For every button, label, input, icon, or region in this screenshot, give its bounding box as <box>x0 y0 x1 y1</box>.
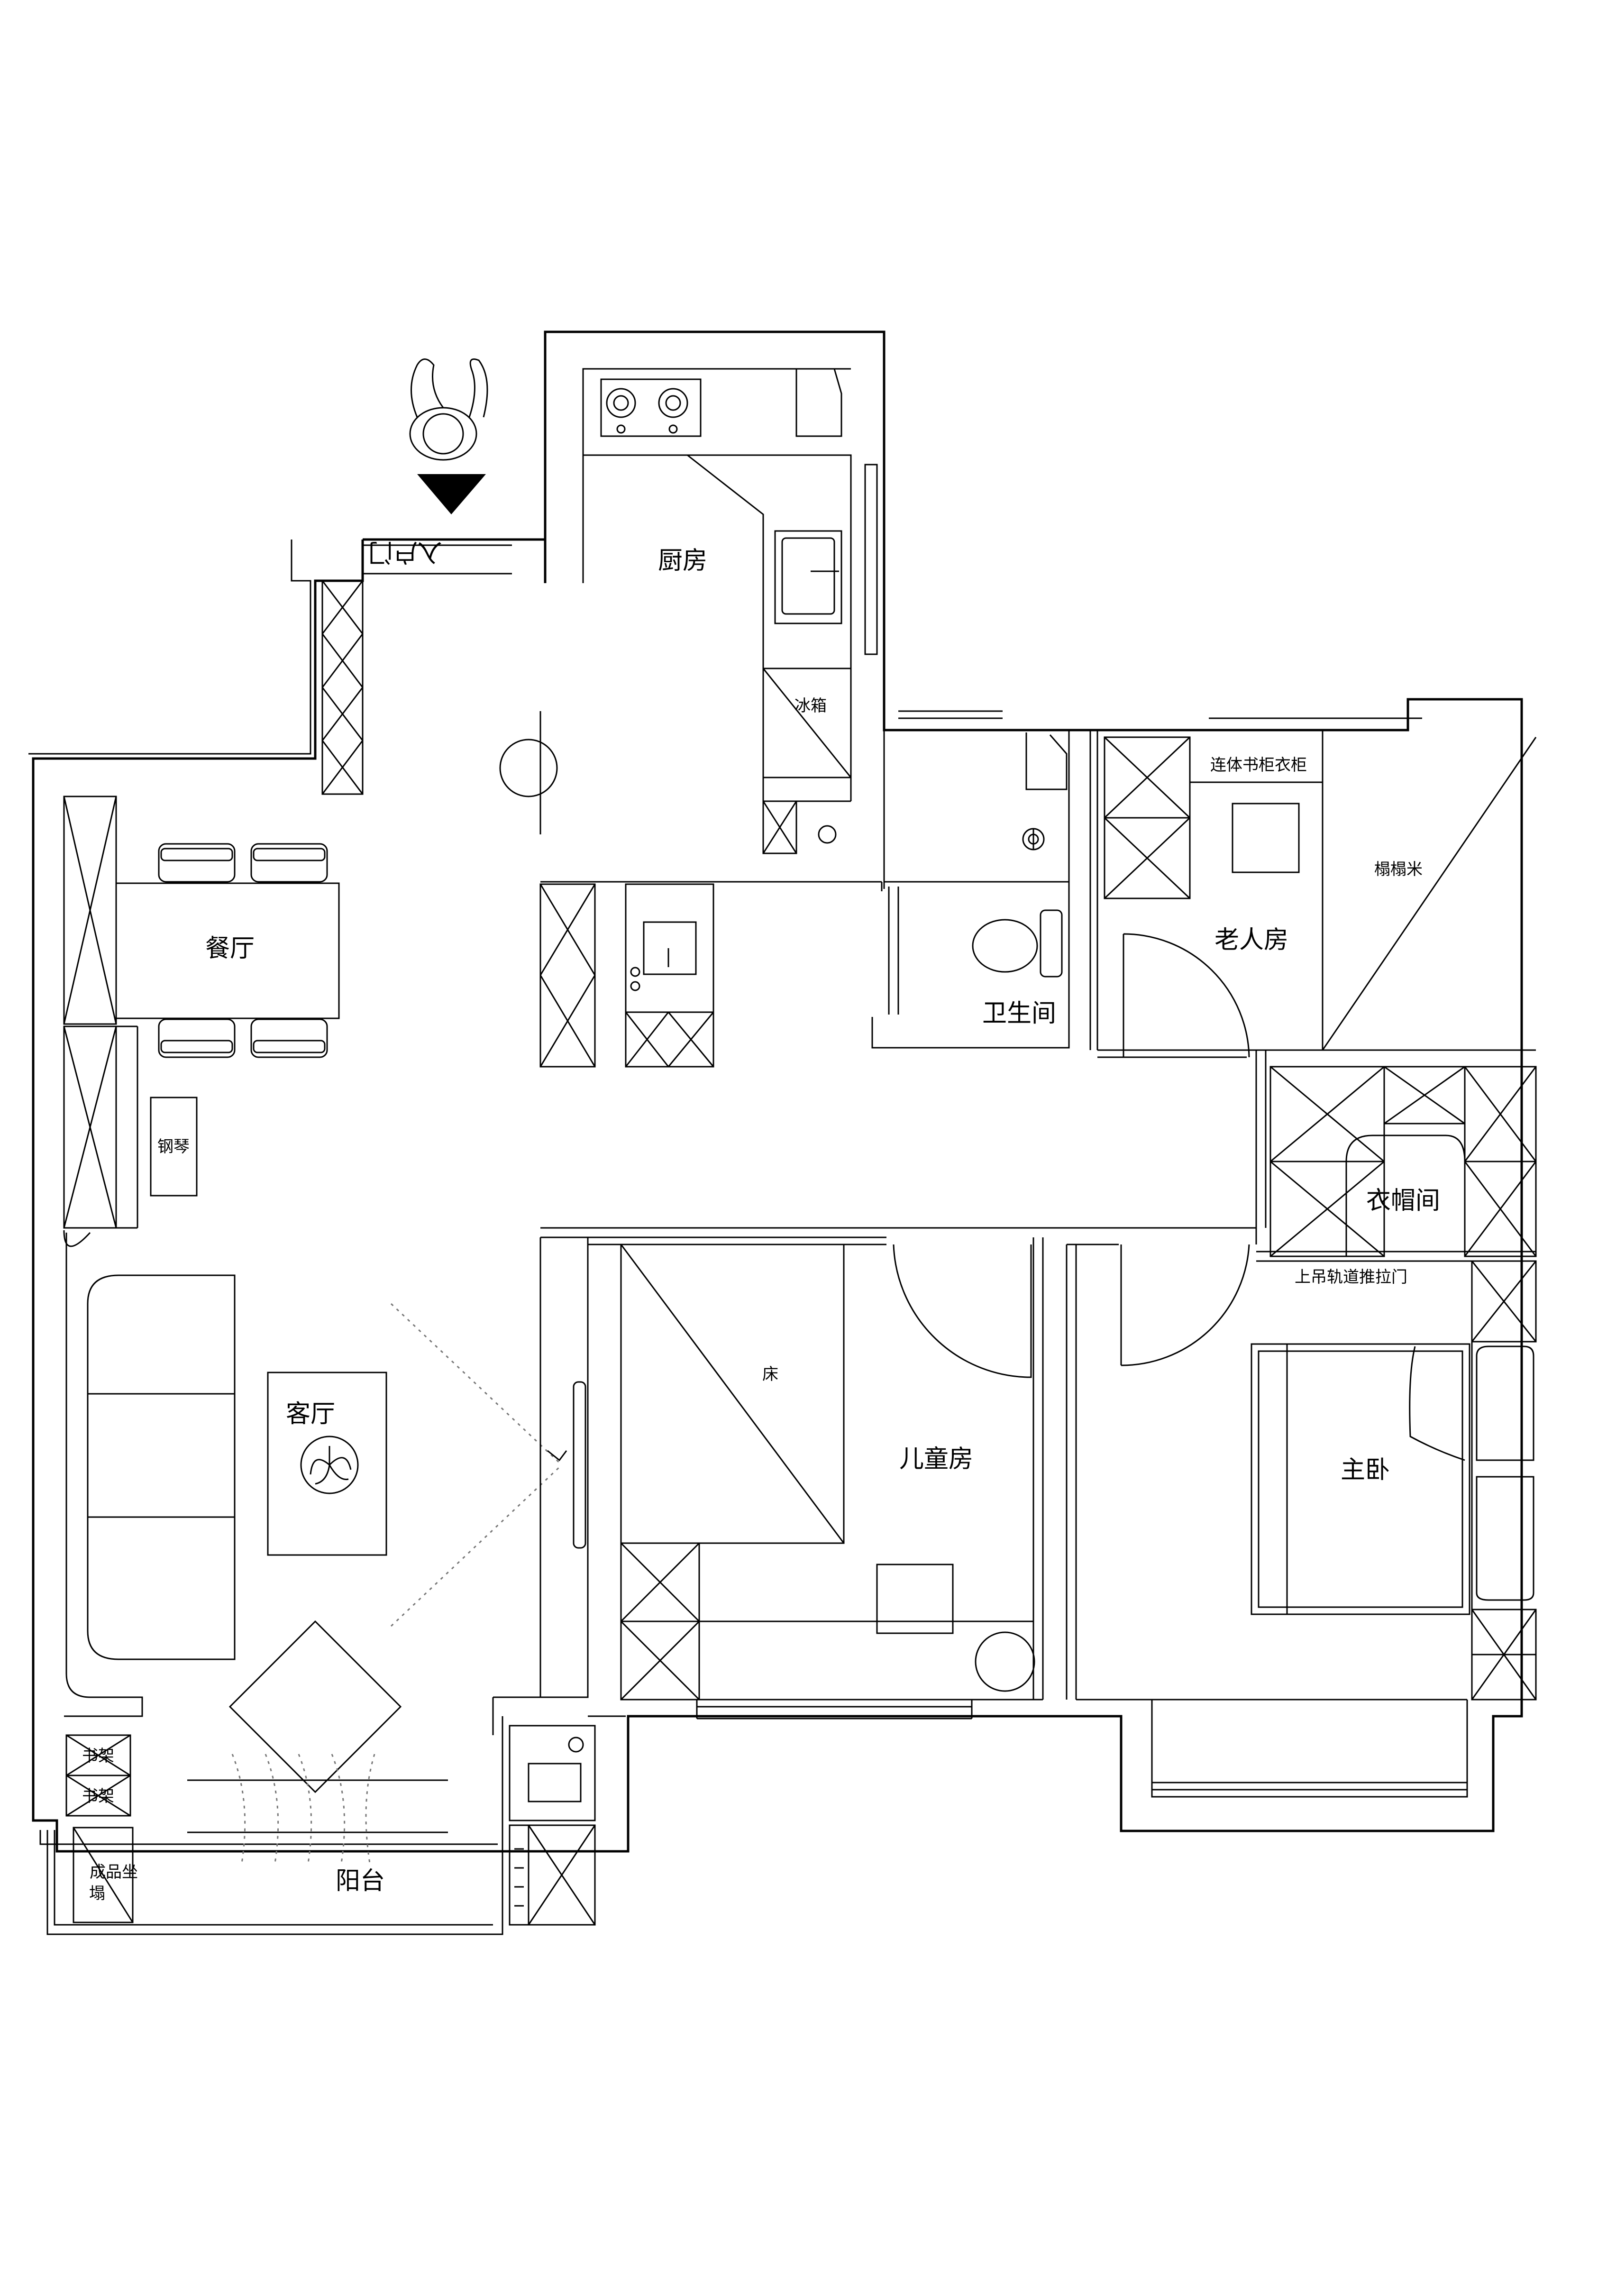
sliding-door-label: 上吊轨道推拉门 <box>1295 1268 1407 1287</box>
fridge-label: 冰箱 <box>794 696 827 715</box>
bathroom-label: 卫生间 <box>982 999 1056 1028</box>
cabinet-unit <box>539 883 596 1068</box>
kids-bed <box>620 1244 845 1544</box>
bookcase-wardrobe <box>1104 730 1324 1050</box>
kids-chair <box>975 1631 1035 1692</box>
kids-room-walls <box>588 1236 1044 1701</box>
kids-window <box>696 1699 973 1720</box>
kids-room-label: 儿童房 <box>899 1445 973 1473</box>
elder-room-door <box>1123 933 1250 1058</box>
kids-wardrobe <box>620 1542 1033 1701</box>
daybed-label-2: 塌 <box>89 1884 105 1903</box>
kids-desk <box>876 1564 954 1634</box>
tatami-label: 榻榻米 <box>1374 860 1423 879</box>
kids-room-door <box>893 1244 1032 1378</box>
piano <box>150 1097 198 1197</box>
fridge <box>762 668 852 778</box>
master-bed <box>1251 1343 1470 1615</box>
bathroom-corner-shelf <box>1025 732 1068 790</box>
tv-wall <box>539 1236 589 1698</box>
master-wardrobe <box>1471 1260 1537 1701</box>
entrance-label: 入户门 <box>368 538 442 566</box>
elder-room-walls <box>898 710 1536 1228</box>
master-walls <box>1066 1244 1467 1701</box>
bookshelf-label-1: 书架 <box>82 1747 114 1765</box>
balcony-sink-icon <box>509 1725 596 1926</box>
entrance-area <box>321 544 512 795</box>
coffee-table <box>267 1372 387 1556</box>
balcony-label: 阳台 <box>336 1867 385 1895</box>
drying-rack-icon <box>187 1620 448 1864</box>
kitchen <box>582 368 885 802</box>
bookshelf-unit <box>65 1734 131 1817</box>
balcony-frame <box>46 1696 626 1935</box>
living-label: 客厅 <box>286 1400 335 1428</box>
master-door <box>1120 1244 1250 1366</box>
bed-label: 床 <box>762 1365 778 1384</box>
bathroom <box>871 729 1070 1049</box>
dining-wardrobe <box>63 796 138 1229</box>
shower-icon <box>1022 828 1045 851</box>
kitchen-sink-icon <box>774 530 842 624</box>
kitchen-corner-cabinet <box>795 368 842 437</box>
stove-icon <box>600 378 702 437</box>
entrance-arrow-icon <box>417 474 486 514</box>
person-icon <box>409 358 488 461</box>
column-icon <box>499 739 558 797</box>
dining-label: 餐厅 <box>205 934 255 963</box>
dining-table <box>115 882 340 1019</box>
toilet-icon <box>972 909 1063 978</box>
tatami <box>1322 737 1537 1051</box>
sofa <box>87 1274 236 1660</box>
master-window <box>1151 1700 1468 1798</box>
pantry-wall <box>539 711 883 891</box>
tv-view-lines <box>390 1303 563 1627</box>
elder-room-label: 老人房 <box>1214 926 1288 954</box>
nightstands <box>1476 1345 1534 1601</box>
interior-walls <box>540 1056 1257 1244</box>
washbasin-icon <box>625 883 714 1068</box>
living-wall-curve <box>63 1230 143 1717</box>
master-bedroom-label: 主卧 <box>1341 1456 1390 1484</box>
daybed <box>73 1827 134 1923</box>
daybed-label-1: 成品坐 <box>90 1863 138 1882</box>
cloakroom-cabinets <box>1256 1066 1537 1262</box>
chandelier-icon <box>300 1436 359 1494</box>
piano-label: 钢琴 <box>157 1137 190 1156</box>
cloakroom-label: 衣帽间 <box>1366 1187 1440 1215</box>
bookcase-wardrobe-label: 连体书柜衣柜 <box>1210 756 1307 775</box>
kitchen-label: 厨房 <box>658 547 707 575</box>
elder-room-desk <box>1232 803 1300 873</box>
bookshelf-label-2: 书架 <box>82 1787 114 1806</box>
dining-chairs <box>158 843 328 1058</box>
